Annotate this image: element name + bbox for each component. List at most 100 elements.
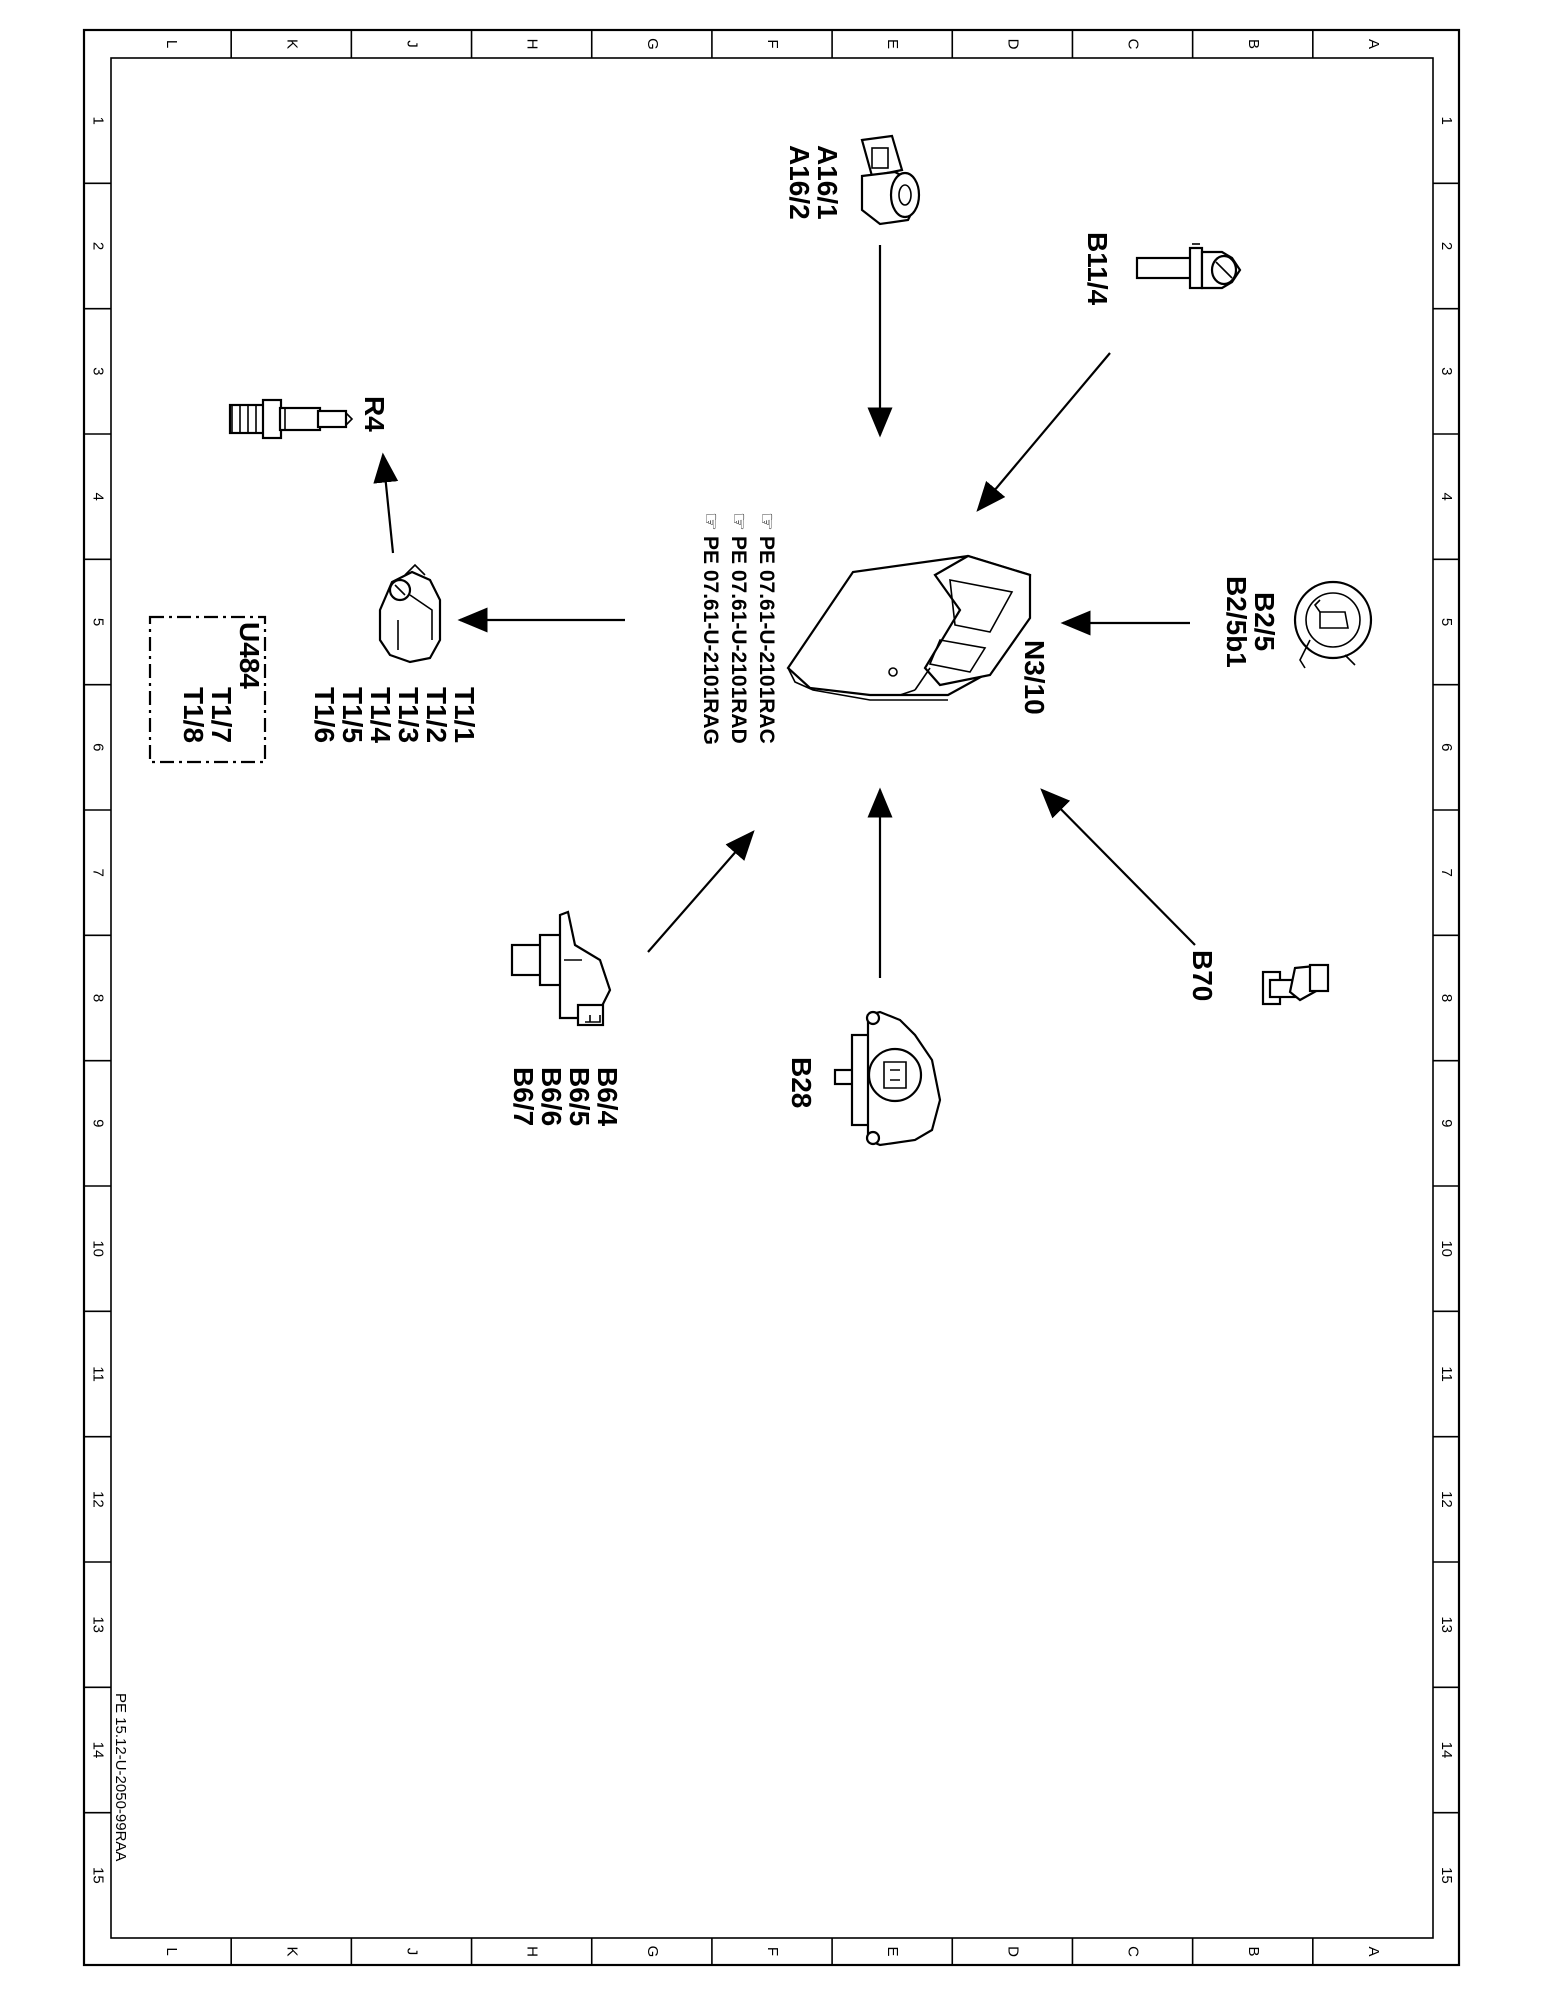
control-unit-n3-10: N3/10 ☞ PE 07.61-U-2101RAC ☞ PE 07.61-U-… [699,512,1050,745]
component-label: T1/1 [449,687,480,743]
signal-arrows [373,245,1196,978]
component-label: B28 [786,1057,817,1108]
arrow-b6-to-n3 [647,830,755,953]
component-label: B6/5 [564,1067,595,1126]
row-label-right: 2 [1438,242,1455,250]
column-label-bottom: J [403,1948,420,1956]
column-label-top: B [1245,39,1262,49]
component-label: T1/3 [393,687,424,743]
sheet-frame [82,28,1461,1967]
row-label-right: 14 [1438,1742,1455,1759]
component-label: T1/6 [309,687,340,743]
row-label-right: 1 [1438,116,1455,124]
row-label-right: 10 [1438,1240,1455,1257]
row-label-left: 7 [90,868,107,876]
column-label-bottom: G [644,1946,661,1958]
column-label-bottom: E [884,1946,901,1956]
row-label-right: 8 [1438,994,1455,1002]
component-label: B6/7 [508,1067,539,1126]
component-b2-5: B2/5 B2/5b1 [1221,576,1373,669]
column-label-top: E [884,39,901,49]
column-label-bottom: D [1004,1946,1021,1957]
column-label-bottom: A [1365,1946,1382,1956]
reference-hand-icon: ☞ [755,512,778,531]
arrow-t1-to-r4 [373,452,399,554]
document-id: PE 15.12-U-2050-99RAA [112,1693,129,1861]
reference-hand-icon: ☞ [699,512,722,531]
component-label: B6/4 [592,1067,623,1127]
pressure-sensor-icon [833,1010,942,1147]
column-label-top: A [1365,39,1382,49]
column-label-top: J [403,40,420,48]
row-label-left: 13 [90,1616,107,1633]
component-label: B70 [1187,950,1218,1001]
column-label-top: K [283,39,300,49]
row-label-right: 11 [1438,1366,1455,1382]
reference-line: PE 07.61-U-2101RAD [727,536,750,744]
dashed-boundary [148,615,267,764]
component-b11-4: B11/4 [1082,232,1242,306]
component-label: A16/1 [812,145,843,220]
reference-line: PE 07.61-U-2101RAC [755,536,778,744]
row-label-right: 15 [1438,1867,1455,1884]
component-label: T1/5 [337,687,368,743]
knock-sensor-icon [860,134,921,226]
component-label: B2/5 [1249,592,1280,651]
component-label: T1/8 [178,687,209,743]
ecu-housing-icon [786,554,1032,701]
column-label-top: G [644,38,661,50]
spark-plug-icon [228,398,354,440]
component-b6: B6/4 B6/5 B6/6 B6/7 [508,910,623,1127]
component-label: B6/6 [536,1067,567,1126]
column-label-bottom: F [764,1947,781,1956]
reference-hand-icon: ☞ [727,512,750,531]
row-label-left: 3 [90,367,107,375]
row-label-left: 11 [90,1366,107,1382]
reference-line: PE 07.61-U-2101RAG [699,536,722,745]
component-r4: R4 [228,396,390,440]
reference-list: ☞ PE 07.61-U-2101RAC ☞ PE 07.61-U-2101RA… [699,512,778,745]
row-label-right: 13 [1438,1616,1455,1633]
component-group-title: U484 [234,622,265,689]
component-label: R4 [359,396,390,432]
component-b28: B28 [786,1010,942,1147]
arrow-b11-to-n3 [976,352,1111,512]
row-label-right: 5 [1438,618,1455,626]
column-label-top: H [524,39,541,50]
column-label-bottom: K [283,1946,300,1956]
component-label: T1/4 [365,687,396,743]
row-label-left: 8 [90,994,107,1002]
component-label: T1/2 [421,687,452,743]
row-label-left: 1 [90,116,107,124]
column-label-top: L [163,40,180,48]
column-label-bottom: L [163,1947,180,1955]
row-label-right: 3 [1438,367,1455,375]
row-grid-ticks [84,182,1459,1814]
component-label: T1/7 [206,687,237,743]
row-label-right: 9 [1438,1119,1455,1127]
row-label-left: 4 [90,492,107,500]
component-a16: A16/1 A16/2 [784,134,921,226]
row-label-right: 12 [1438,1491,1455,1508]
column-label-top: C [1125,39,1142,50]
row-label-left: 10 [90,1240,107,1257]
component-label: B2/5b1 [1221,576,1252,668]
column-label-top: F [764,39,781,48]
row-label-right: 4 [1438,492,1455,500]
component-label: B11/4 [1082,232,1113,306]
component-label: A16/2 [784,145,815,220]
row-label-left: 9 [90,1119,107,1127]
row-label-right: 6 [1438,743,1455,751]
camshaft-sensor-icon [510,910,612,1027]
column-label-bottom: B [1245,1946,1262,1956]
control-unit-label: N3/10 [1019,640,1050,715]
air-mass-sensor-icon [1293,580,1373,669]
crankshaft-sensor-icon [1261,963,1330,1006]
row-label-right: 7 [1438,868,1455,876]
column-label-bottom: H [524,1946,541,1957]
column-label-bottom: C [1125,1946,1142,1957]
